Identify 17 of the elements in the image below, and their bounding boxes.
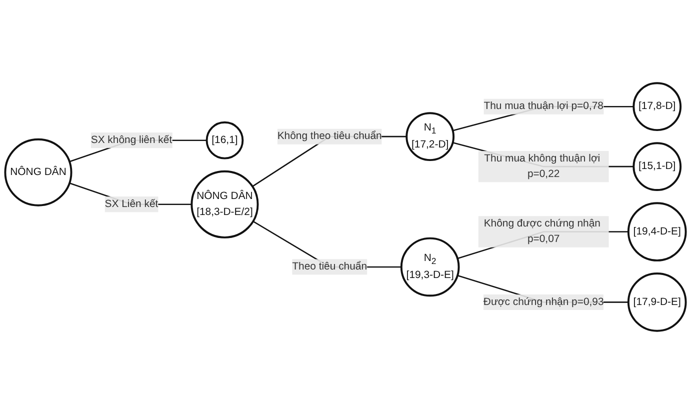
edge-label: Thu mua thuận lợi p=0,78	[484, 100, 604, 112]
node-circle: N$_{1}$ [17,2-D]	[406, 112, 455, 162]
node-circle: [17,8-D]	[632, 82, 682, 132]
node-circle: N$_{2}$ [19,3-D-E]	[400, 237, 460, 297]
node-circle: NÔNG DÂN	[4, 138, 72, 206]
edge-label: Được chứng nhận p=0,93	[483, 296, 604, 308]
node-circle: [15,1-D]	[632, 142, 682, 192]
node-circle: NÔNG DÂN [18,3-D-E/2]	[190, 170, 259, 238]
edge-label: Theo tiêu chuẩn	[292, 261, 368, 272]
edge-label: Không được chứng nhận p=0,07	[484, 218, 600, 245]
edge-label: Không theo tiêu chuẩn	[277, 130, 382, 142]
node-circle: [16,1]	[206, 121, 244, 160]
node-circle: [17,9-D-E]	[627, 272, 687, 332]
edge-label: SX Liên kết	[104, 198, 158, 210]
edge-label: Thu mua không thuận lợi p=0,22	[484, 152, 600, 180]
node-circle: [19,4-D-E]	[627, 202, 687, 262]
edge-label: SX không liên kết	[90, 134, 172, 146]
